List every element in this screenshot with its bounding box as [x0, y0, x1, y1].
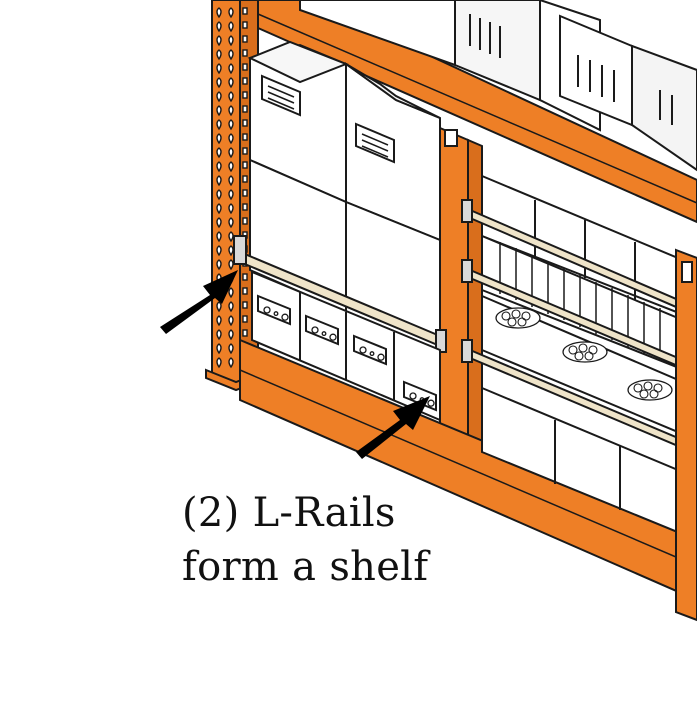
upright-slot: [242, 133, 248, 141]
upright-slot: [242, 119, 248, 127]
upright-slot: [242, 203, 248, 211]
arrow-icon: [160, 270, 238, 334]
upright-slot: [242, 91, 248, 99]
teardrop-hole: [216, 175, 222, 187]
upright-slot: [242, 175, 248, 183]
circle-pair-icon: [427, 399, 435, 407]
teardrop-hole: [216, 21, 222, 33]
teardrop-hole: [228, 49, 234, 61]
teardrop-hole: [228, 287, 234, 299]
right-bay: [461, 174, 697, 542]
teardrop-hole: [228, 7, 234, 19]
teardrop-hole: [228, 21, 234, 33]
top-beam: [257, 0, 697, 224]
teardrop-hole: [216, 161, 222, 173]
teardrop-hole: [228, 357, 234, 369]
circle-pair-icon: [377, 353, 385, 361]
circle-pair-icon: [321, 331, 327, 337]
upright-slot: [242, 273, 248, 281]
teardrop-hole: [216, 357, 222, 369]
teardrop-hole: [216, 91, 222, 103]
teardrop-hole: [216, 49, 222, 61]
circle-pair-icon: [311, 326, 319, 334]
right-upright: [675, 248, 697, 622]
teardrop-hole: [228, 175, 234, 187]
circle-pair-icon: [369, 351, 375, 357]
upright-slot: [242, 7, 248, 15]
teardrop-hole: [228, 217, 234, 229]
left-bay-bottom-cartons: [251, 270, 441, 422]
teardrop-hole: [216, 189, 222, 201]
teardrop-hole: [216, 133, 222, 145]
upright-slot: [242, 21, 248, 29]
upright-slot: [242, 77, 248, 85]
caption: (2) L-Rails form a shelf: [182, 486, 428, 594]
teardrop-hole: [228, 133, 234, 145]
teardrop-hole: [216, 343, 222, 355]
teardrop-hole: [216, 259, 222, 271]
upright-slot: [242, 329, 248, 337]
upright-slot: [242, 63, 248, 71]
teardrop-hole: [216, 203, 222, 215]
upright-slot: [242, 189, 248, 197]
teardrop-hole: [228, 161, 234, 173]
teardrop-hole: [228, 105, 234, 117]
teardrop-hole: [216, 7, 222, 19]
circle-pair-icon: [359, 346, 367, 354]
teardrop-hole: [228, 259, 234, 271]
teardrop-hole: [216, 63, 222, 75]
teardrop-hole: [216, 315, 222, 327]
upright-slot: [242, 315, 248, 323]
teardrop-hole: [216, 119, 222, 131]
teardrop-hole: [216, 329, 222, 341]
upright-slot: [242, 49, 248, 57]
teardrop-hole: [228, 189, 234, 201]
caption-line-2: form a shelf: [182, 544, 429, 590]
teardrop-hole: [228, 35, 234, 47]
upper-boxes: [299, 0, 697, 172]
teardrop-hole: [228, 231, 234, 243]
circle-pair-icon: [273, 311, 279, 317]
teardrop-hole: [228, 147, 234, 159]
teardrop-hole: [216, 147, 222, 159]
upright-slot: [242, 161, 248, 169]
teardrop-hole: [216, 105, 222, 117]
teardrop-hole: [228, 343, 234, 355]
circle-pair-icon: [329, 333, 337, 341]
teardrop-hole: [228, 315, 234, 327]
upright-slot: [242, 147, 248, 155]
teardrop-hole: [216, 35, 222, 47]
upright-slot: [242, 217, 248, 225]
arrow-icon: [356, 396, 430, 459]
teardrop-hole: [228, 63, 234, 75]
teardrop-hole: [216, 245, 222, 257]
circle-pair-icon: [263, 306, 271, 314]
teardrop-hole: [228, 245, 234, 257]
upright-slot: [242, 287, 248, 295]
teardrop-hole: [228, 119, 234, 131]
teardrop-hole: [228, 91, 234, 103]
upright-slot: [242, 35, 248, 43]
teardrop-hole: [228, 329, 234, 341]
teardrop-hole: [228, 301, 234, 313]
teardrop-hole: [228, 77, 234, 89]
upright-slot: [242, 301, 248, 309]
l-rail-left: [233, 235, 447, 353]
circle-pair-icon: [281, 313, 289, 321]
teardrop-hole: [216, 231, 222, 243]
circle-pair-icon: [409, 392, 417, 400]
caption-line-1: (2) L-Rails: [182, 490, 396, 536]
teardrop-hole: [228, 203, 234, 215]
teardrop-hole: [216, 301, 222, 313]
upright-slot: [242, 105, 248, 113]
teardrop-hole: [216, 77, 222, 89]
teardrop-hole: [216, 217, 222, 229]
